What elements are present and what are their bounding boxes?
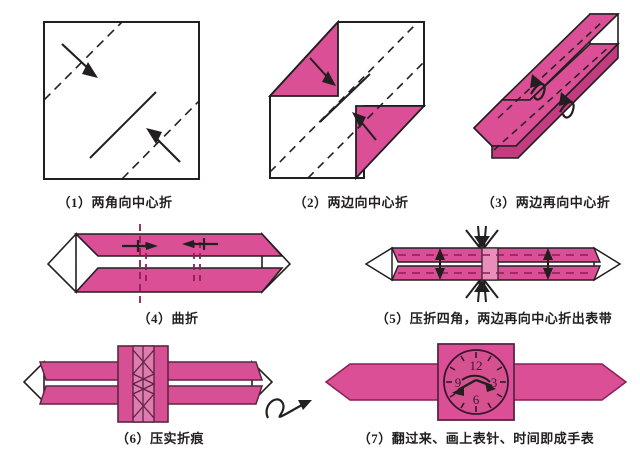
watch-dial-ticks (446, 352, 506, 412)
watch-strap-left (324, 363, 443, 401)
band-notch-left (22, 360, 45, 404)
step-6: （6）压实折痕 (0, 336, 320, 460)
watch-dial (443, 349, 509, 415)
dial-numeral-12: 12 (470, 358, 483, 373)
square-paper (43, 21, 200, 180)
watch-case-creases (131, 346, 156, 422)
dial-numeral-6: 6 (473, 392, 480, 407)
press-arrow-left (435, 248, 445, 280)
hexagon-paper (269, 21, 425, 179)
end-diamond-left (46, 231, 77, 294)
flip-over-icon (265, 398, 305, 419)
finished-paper-watch-figure: 12 3 6 9 (324, 343, 628, 421)
fold-arrow-bottom-right (146, 128, 181, 163)
horizontal-band-zigzag-fold-figure (46, 224, 292, 304)
band-press-four-corners-figure (364, 225, 622, 303)
crease-line-lower (493, 45, 611, 151)
step-4-caption: （4）曲折 (137, 311, 199, 326)
step-1-caption: （1）两角向中心折 (57, 195, 173, 210)
fold-arrow-top-left (61, 43, 98, 78)
fold-arrow-upper (309, 57, 336, 86)
step-3-caption: （3）两边再向中心折 (481, 195, 611, 210)
watch-hand-minute (475, 378, 496, 392)
step-7-caption: （7）翻过来、画上表针、时间即成手表 (357, 431, 595, 446)
folded-corner-upper-left (267, 19, 339, 97)
center-crease (89, 91, 157, 159)
fold-line-bottom-right (121, 100, 200, 180)
step-2: （2）两边向中心折 (246, 0, 456, 220)
step-6-caption: （6）压实折痕 (115, 431, 204, 446)
fold-line-upper (269, 23, 417, 173)
band-tip-right (593, 246, 622, 282)
band-strip-lower (74, 267, 284, 293)
band-tip-left (364, 246, 393, 282)
diagonal-band-fold-again-figure (472, 13, 620, 159)
watch-hand-hour (452, 378, 477, 396)
step-3: （3）两边再向中心折 (452, 0, 640, 220)
watch-strap-right (509, 363, 628, 401)
press-arrow-heads (474, 236, 490, 292)
square-sheet-two-corners-fold-figure (43, 21, 200, 180)
fold-line-top-left (43, 21, 123, 101)
step-2-caption: （2）两边向中心折 (293, 195, 409, 210)
center-crease (319, 73, 371, 123)
step-7: 12 3 6 9 （7）翻过来、画上表针、时间即成手表 (312, 336, 640, 460)
fold-arrow-head-upper (530, 74, 544, 88)
band-strip-upper (74, 233, 284, 257)
hexagon-sheet-two-sides-fold-figure (267, 19, 427, 181)
flip-over-arrow-head (298, 400, 312, 410)
step-1: （1）两角向中心折 (0, 0, 230, 220)
center-press-square (481, 247, 499, 281)
step-5-caption: （5）压折四角，两边再向中心折出表带 (375, 311, 613, 326)
fold-arrow-head-lower (559, 92, 573, 106)
zigzag-arrow-left (182, 238, 218, 250)
band-with-center-block-figure (22, 345, 312, 423)
zigzag-arrow-right (122, 240, 158, 252)
band-facet-lower (491, 42, 619, 159)
step-5: （5）压折四角，两边再向中心折出表带 (348, 222, 640, 334)
watch-hands-curve (461, 374, 491, 383)
fold-arrow-lower (352, 112, 377, 141)
step-4: （4）曲折 (18, 222, 318, 334)
dial-numeral-3: 3 (491, 375, 498, 390)
press-arrow-right (543, 248, 553, 280)
dial-numeral-9: 9 (455, 375, 462, 390)
folded-corner-lower-right (355, 105, 427, 181)
